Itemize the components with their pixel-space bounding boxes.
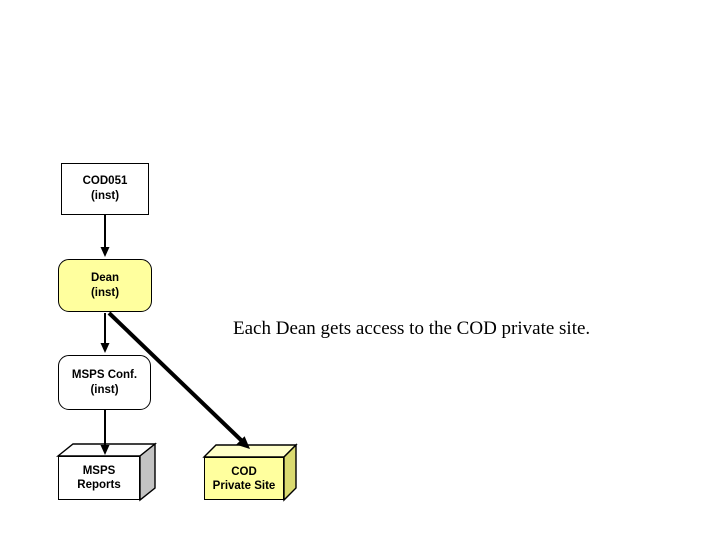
node-dean-label-line2: (inst) <box>90 286 120 299</box>
node-cod-private-site-label-line2: Private Site <box>212 479 276 492</box>
node-cod051: COD051 (inst) <box>61 163 149 215</box>
node-msps-reports-label-line2: Reports <box>77 479 121 491</box>
node-msps-conf: MSPS Conf. (inst) <box>58 355 151 410</box>
cod-private-site-side-face <box>283 443 297 502</box>
node-cod-private-site: COD Private Site <box>204 457 284 500</box>
cod-private-site-top-face <box>202 444 298 458</box>
node-msps-reports-label-line1: MSPS <box>82 465 116 477</box>
arrowhead-msps-conf-to-msps-reports <box>100 445 110 455</box>
node-dean-label-line1: Dean <box>90 271 120 284</box>
node-msps-conf-label-line1: MSPS Conf. <box>71 368 138 381</box>
node-cod-private-site-label-line1: COD <box>231 465 257 478</box>
node-cod051-label-line2: (inst) <box>90 190 120 202</box>
node-dean: Dean (inst) <box>58 259 152 312</box>
node-msps-reports: MSPS Reports <box>58 456 140 500</box>
node-cod051-label-line1: COD051 <box>82 175 128 187</box>
msps-reports-side-face <box>139 442 156 502</box>
arrowhead-dean-to-cod-private-site <box>236 436 250 449</box>
arrowhead-cod051-to-dean <box>100 247 110 257</box>
node-msps-conf-label-line2: (inst) <box>90 383 119 396</box>
caption-text: Each Dean gets access to the COD private… <box>233 318 591 339</box>
thick-arrow-dean-to-cod-private-site <box>107 311 244 443</box>
arrowhead-dean-to-msps-conf <box>100 343 110 353</box>
